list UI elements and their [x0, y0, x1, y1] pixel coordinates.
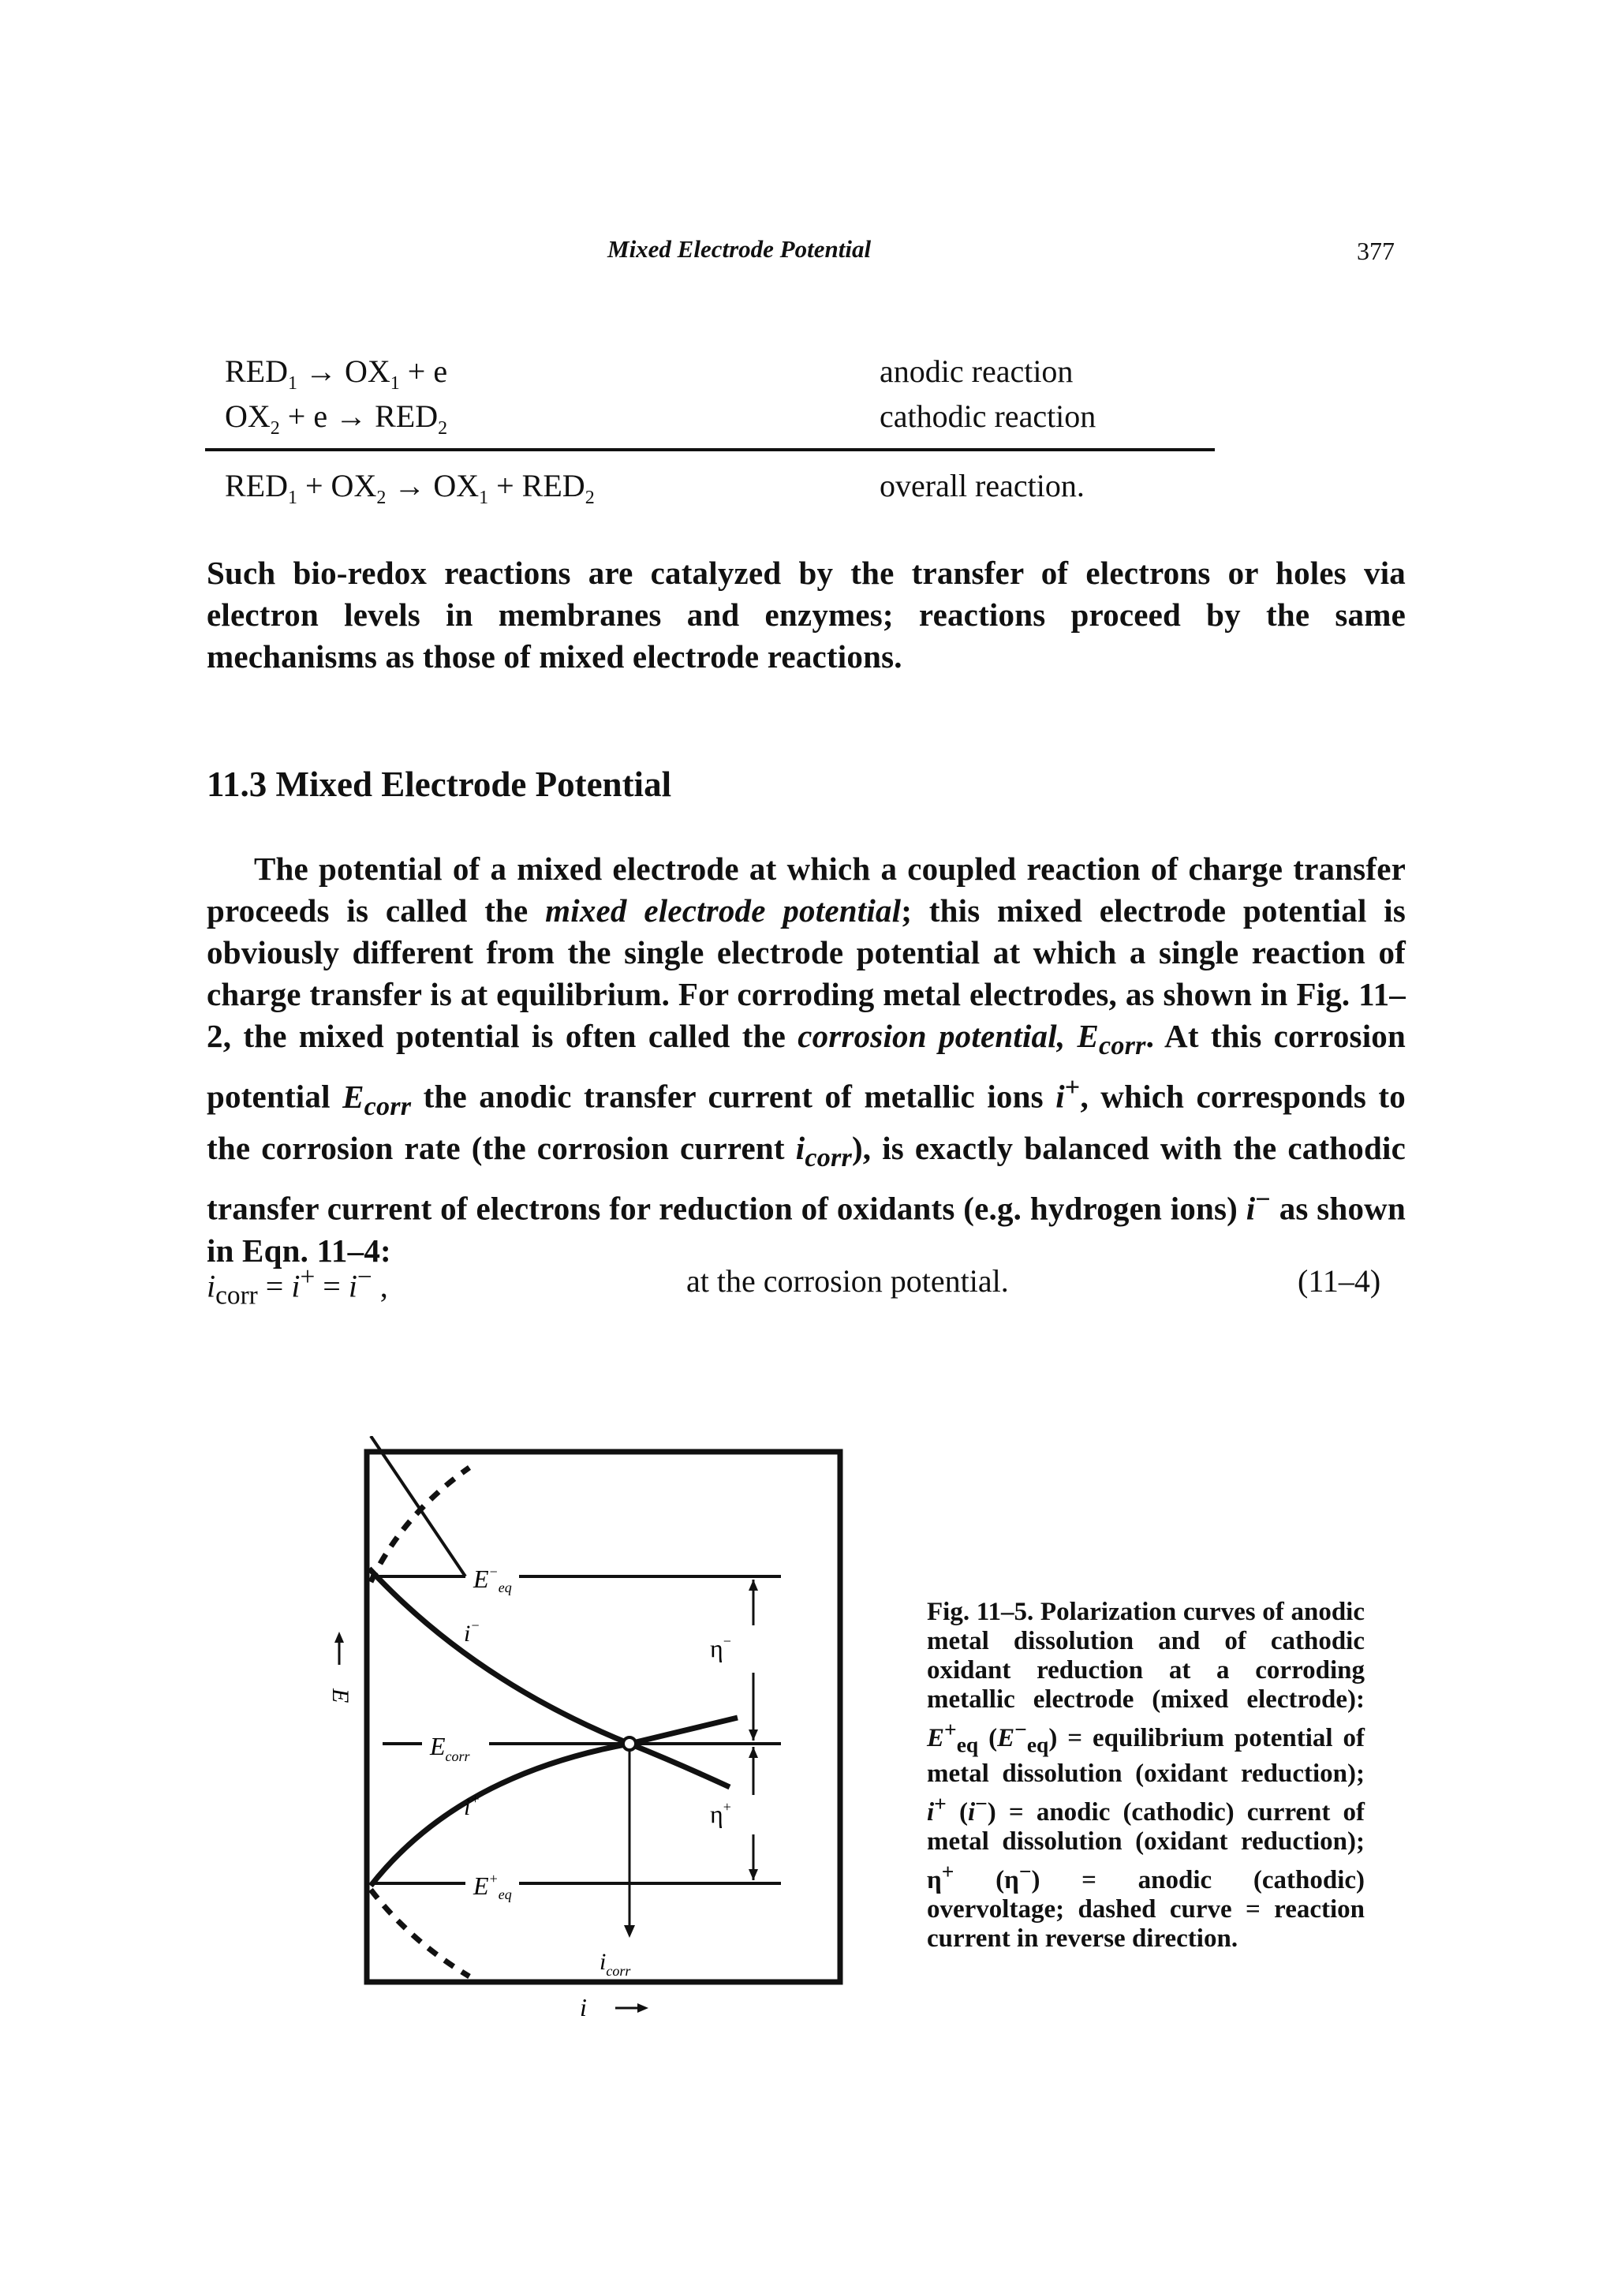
- corrosion-point: [622, 1736, 637, 1752]
- cathodic-curve: [367, 1566, 731, 1790]
- label-ecorr: Ecorr: [429, 1732, 471, 1764]
- y-axis-label: E: [327, 1688, 353, 1703]
- reaction-eq-anodic: RED1 → OX1 + e: [225, 353, 448, 394]
- x-axis-label: i: [580, 1993, 587, 2021]
- page-number: 377: [1357, 237, 1395, 265]
- label-i-minus: i−: [464, 1617, 480, 1647]
- equation-condition: at the corrosion potential.: [686, 1263, 1009, 1299]
- equation-number: (11–4): [1298, 1263, 1381, 1299]
- label-i-plus: i+: [464, 1791, 480, 1820]
- figure-caption: Fig. 11–5. Polarization curves of anodic…: [927, 1598, 1365, 1953]
- figure-frame: [364, 1449, 843, 1985]
- running-header: Mixed Electrode Potential: [607, 235, 872, 263]
- paragraph-mixed-potential: The potential of a mixed electrode at wh…: [207, 851, 1406, 1269]
- section-heading: 11.3 Mixed Electrode Potential: [207, 765, 672, 804]
- reaction-eq-cathodic: OX2 + e → RED2: [225, 398, 448, 439]
- paragraph-bio-redox-text: Such bio-redox reactions are catalyzed b…: [207, 555, 1406, 675]
- label-eeq-plus: E+eq: [473, 1871, 512, 1902]
- label-icorr: icorr: [600, 1949, 631, 1979]
- reaction-divider: [205, 448, 1215, 451]
- reaction-label-anodic: anodic reaction: [880, 353, 1074, 389]
- label-eta-plus: η+: [710, 1799, 731, 1828]
- dashed-reverse-curve-upper: [368, 1465, 472, 1584]
- paragraph-bio-redox: Such bio-redox reactions are catalyzed b…: [207, 552, 1406, 678]
- polarization-figure: E−eq Ecorr E+eq i− i+ η− η+ icorr i E: [327, 1436, 843, 2021]
- equation-lhs: icorr = i+ = i− ,: [207, 1262, 388, 1311]
- dashed-reverse-curve-lower: [368, 1887, 471, 1980]
- reaction-label-overall: overall reaction.: [880, 468, 1085, 503]
- anodic-curve: [368, 1715, 738, 1888]
- reaction-label-cathodic: cathodic reaction: [880, 398, 1096, 434]
- reaction-eq-overall: RED1 + OX2 → OX1 + RED2: [225, 468, 595, 508]
- label-eeq-minus: E−eq: [473, 1564, 512, 1595]
- eeq-minus-line-left: [369, 1436, 467, 1578]
- label-eta-minus: η−: [710, 1633, 731, 1662]
